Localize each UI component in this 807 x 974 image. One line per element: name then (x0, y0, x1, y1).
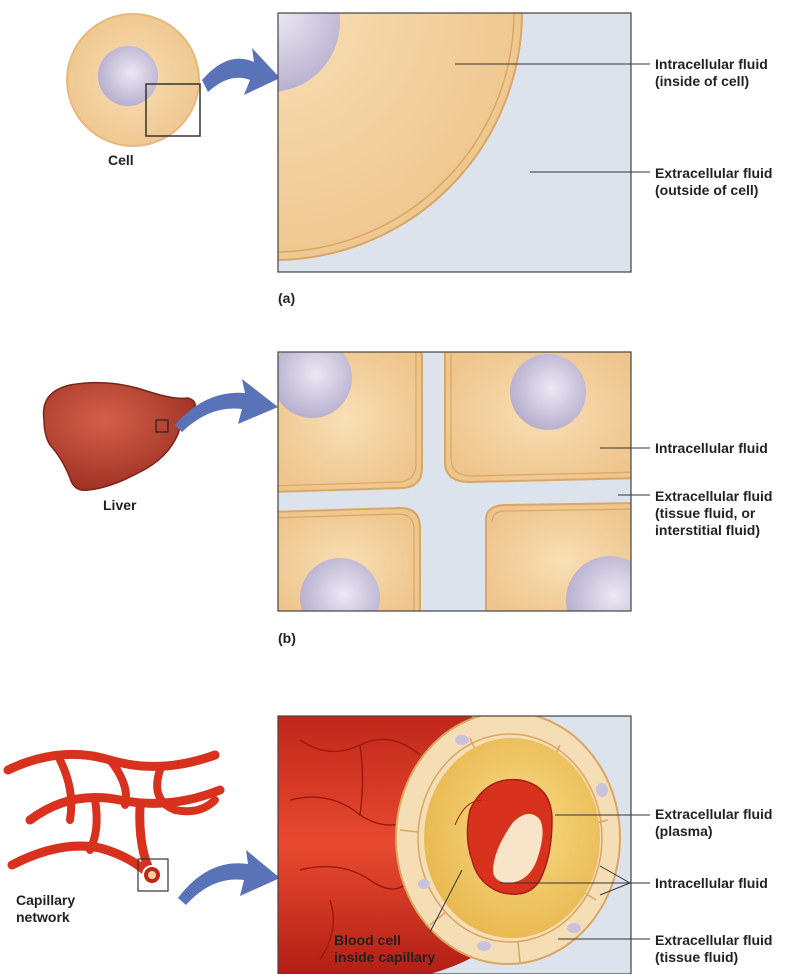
extracellular-label-b: Extracellular fluid (tissue fluid, or in… (655, 488, 772, 539)
zoom-arrow-c (178, 850, 280, 905)
liver-label: Liver (103, 497, 136, 514)
cell-label: Cell (108, 152, 134, 169)
tissue-fluid-label: Extracellular fluid (tissue fluid) (655, 932, 772, 966)
liver-organ (44, 383, 196, 491)
capillary-network (8, 754, 220, 875)
blood-cell-label: Blood cell inside capillary (334, 932, 435, 966)
tissue-magnified (270, 338, 654, 644)
intracellular-label-b: Intracellular fluid (655, 440, 768, 457)
intracellular-label-c: Intracellular fluid (655, 875, 768, 892)
zoom-arrow-a (202, 48, 280, 95)
panel-a-tag: (a) (278, 290, 295, 306)
capillary-magnified (270, 712, 631, 974)
extracellular-label-a: Extracellular fluid (outside of cell) (655, 165, 772, 199)
plasma-label: Extracellular fluid (plasma) (655, 806, 772, 840)
panel-b-tag: (b) (278, 630, 296, 646)
intracellular-label-a: Intracellular fluid (inside of cell) (655, 56, 768, 90)
cell-small (67, 14, 200, 146)
capillary-network-label: Capillary network (16, 892, 75, 926)
